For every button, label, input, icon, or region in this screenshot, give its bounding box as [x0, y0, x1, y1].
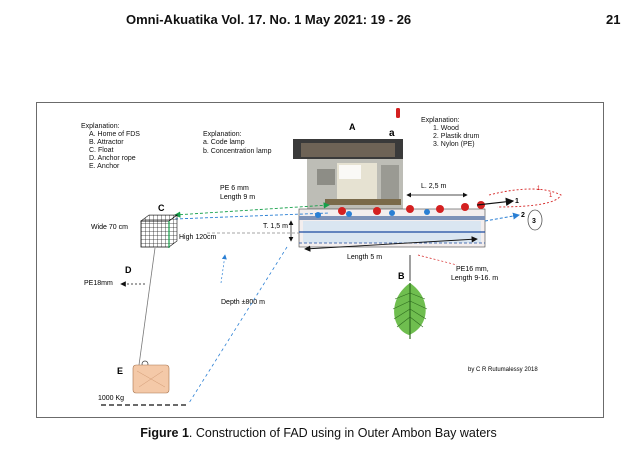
caption-label: Figure 1 [140, 426, 189, 440]
rope-loop-red [488, 188, 562, 208]
explanation-right-item: 3. Nylon (PE) [433, 141, 475, 148]
label-depth: Depth ±800 m [221, 299, 265, 306]
label-length916: Length 9-16. m [451, 275, 498, 282]
depth-line [188, 246, 288, 404]
label-D: D [125, 265, 132, 275]
figure-caption: Figure 1. Construction of FAD using in O… [0, 426, 637, 440]
page-header: Omni-Akuatika Vol. 17. No. 1 May 2021: 1… [0, 12, 637, 32]
label-E: E [117, 366, 123, 376]
explanation-right-title: Explanation: [421, 117, 460, 124]
float-cage [140, 214, 178, 248]
explanation-middle-item: a. Code lamp [203, 139, 245, 146]
fad-diagram-svg: Explanation: A. Home of FDS B. Attractor… [81, 108, 562, 406]
label-weight: 1000 Kg [98, 395, 124, 402]
page-number: 21 [606, 12, 621, 27]
label-l25: L. 2,5 m [421, 183, 446, 190]
attractor-leaves [392, 283, 428, 339]
journal-title: Omni-Akuatika Vol. 17. No. 1 May 2021: 1… [126, 12, 412, 27]
label-length5: Length 5 m [347, 254, 382, 261]
label-1: 1 [515, 198, 519, 205]
label-high: High 120cm [179, 234, 217, 241]
label-B: B [398, 271, 405, 281]
figure-fad-diagram: Explanation: A. Home of FDS B. Attractor… [36, 102, 604, 418]
arrow-depth [220, 254, 227, 284]
caption-text: . Construction of FAD using in Outer Amb… [188, 426, 497, 440]
red-mark: 1 [549, 193, 553, 199]
label-t15: T. 1,5 m [263, 223, 288, 230]
explanation-right: Explanation: 1. Wood 2. Plastik drum 3. … [421, 117, 479, 148]
arrow-length5 [304, 236, 478, 252]
explanation-left-item: E. Anchor [89, 163, 120, 170]
line-pe6-green [174, 202, 330, 218]
explanation-left-item: B. Attractor [89, 139, 124, 146]
label-a: a [389, 128, 395, 139]
label-pe6: PE 6 mm [220, 185, 249, 192]
red-mark: 1 [537, 186, 541, 192]
explanation-middle-title: Explanation: [203, 131, 242, 138]
label-2: 2 [521, 212, 525, 219]
explanation-left-item: D. Anchor rope [89, 155, 136, 162]
explanation-left-title: Explanation: [81, 123, 120, 130]
label-credit: by C R Rutumalessy 2018 [468, 367, 538, 373]
house-of-fds [293, 139, 403, 209]
explanation-left-item: A. Home of FDS [89, 131, 140, 138]
label-length9: Length 9 m [220, 194, 255, 201]
label-3: 3 [532, 218, 536, 225]
anchor-block [132, 360, 170, 394]
nylon-ring [527, 209, 543, 231]
arrow-drum [484, 212, 520, 222]
attractor-line [417, 254, 458, 266]
explanation-middle: Explanation: a. Code lamp b. Concentrati… [203, 131, 272, 155]
label-pe16: PE16 mm, [456, 266, 489, 273]
anchor-rope [138, 247, 156, 366]
label-A: A [349, 122, 356, 132]
explanation-middle-item: b. Concentration lamp [203, 148, 272, 155]
line-pe6-blue [174, 212, 330, 220]
explanation-right-item: 2. Plastik drum [433, 133, 479, 140]
label-pe18: PE18mm [84, 280, 113, 287]
explanation-left-item: C. Float [89, 147, 114, 154]
arrow-wood [476, 197, 515, 206]
label-C: C [158, 203, 165, 213]
code-lamp-icon [396, 108, 400, 118]
explanation-left: Explanation: A. Home of FDS B. Attractor… [81, 123, 140, 170]
explanation-right-item: 1. Wood [433, 125, 459, 132]
label-wide: Wide 70 cm [91, 224, 128, 231]
